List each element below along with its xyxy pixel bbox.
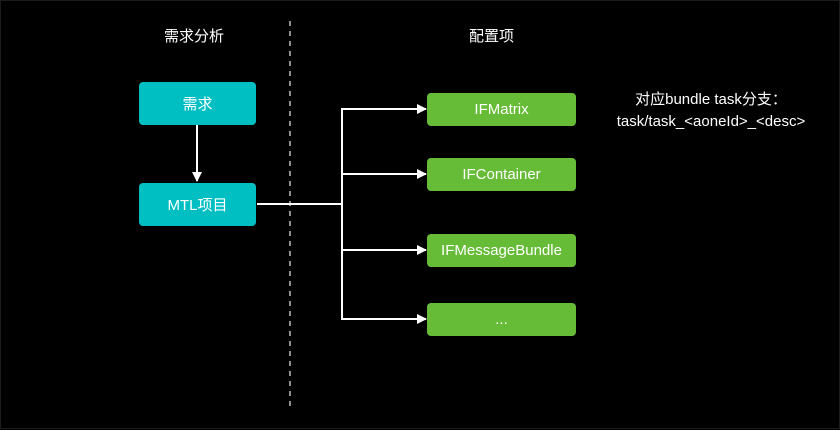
node-mtl-project-label: MTL项目 xyxy=(167,197,228,214)
node-requirement: 需求 xyxy=(139,82,256,125)
branch-note-line1: 对应bundle task分支： xyxy=(635,91,787,108)
branch-note: 对应bundle task分支： task/task_<aoneId>_<des… xyxy=(601,89,821,133)
config-item-more: ... xyxy=(427,303,576,336)
heading-config-items: 配置项 xyxy=(469,28,515,45)
branch-note-line2: task/task_<aoneId>_<desc> xyxy=(616,113,806,130)
heading-requirement-analysis: 需求分析 xyxy=(164,28,225,45)
config-item-label: ... xyxy=(495,311,508,328)
config-item-label: IFContainer xyxy=(462,166,541,183)
config-item-ifmatrix: IFMatrix xyxy=(427,93,576,126)
config-item-ifcontainer: IFContainer xyxy=(427,158,576,191)
config-item-ifmessagebundle: IFMessageBundle xyxy=(427,234,576,267)
config-item-label: IFMessageBundle xyxy=(441,242,562,259)
node-mtl-project: MTL项目 xyxy=(139,183,256,226)
node-requirement-label: 需求 xyxy=(182,96,213,113)
config-item-label: IFMatrix xyxy=(474,101,529,118)
